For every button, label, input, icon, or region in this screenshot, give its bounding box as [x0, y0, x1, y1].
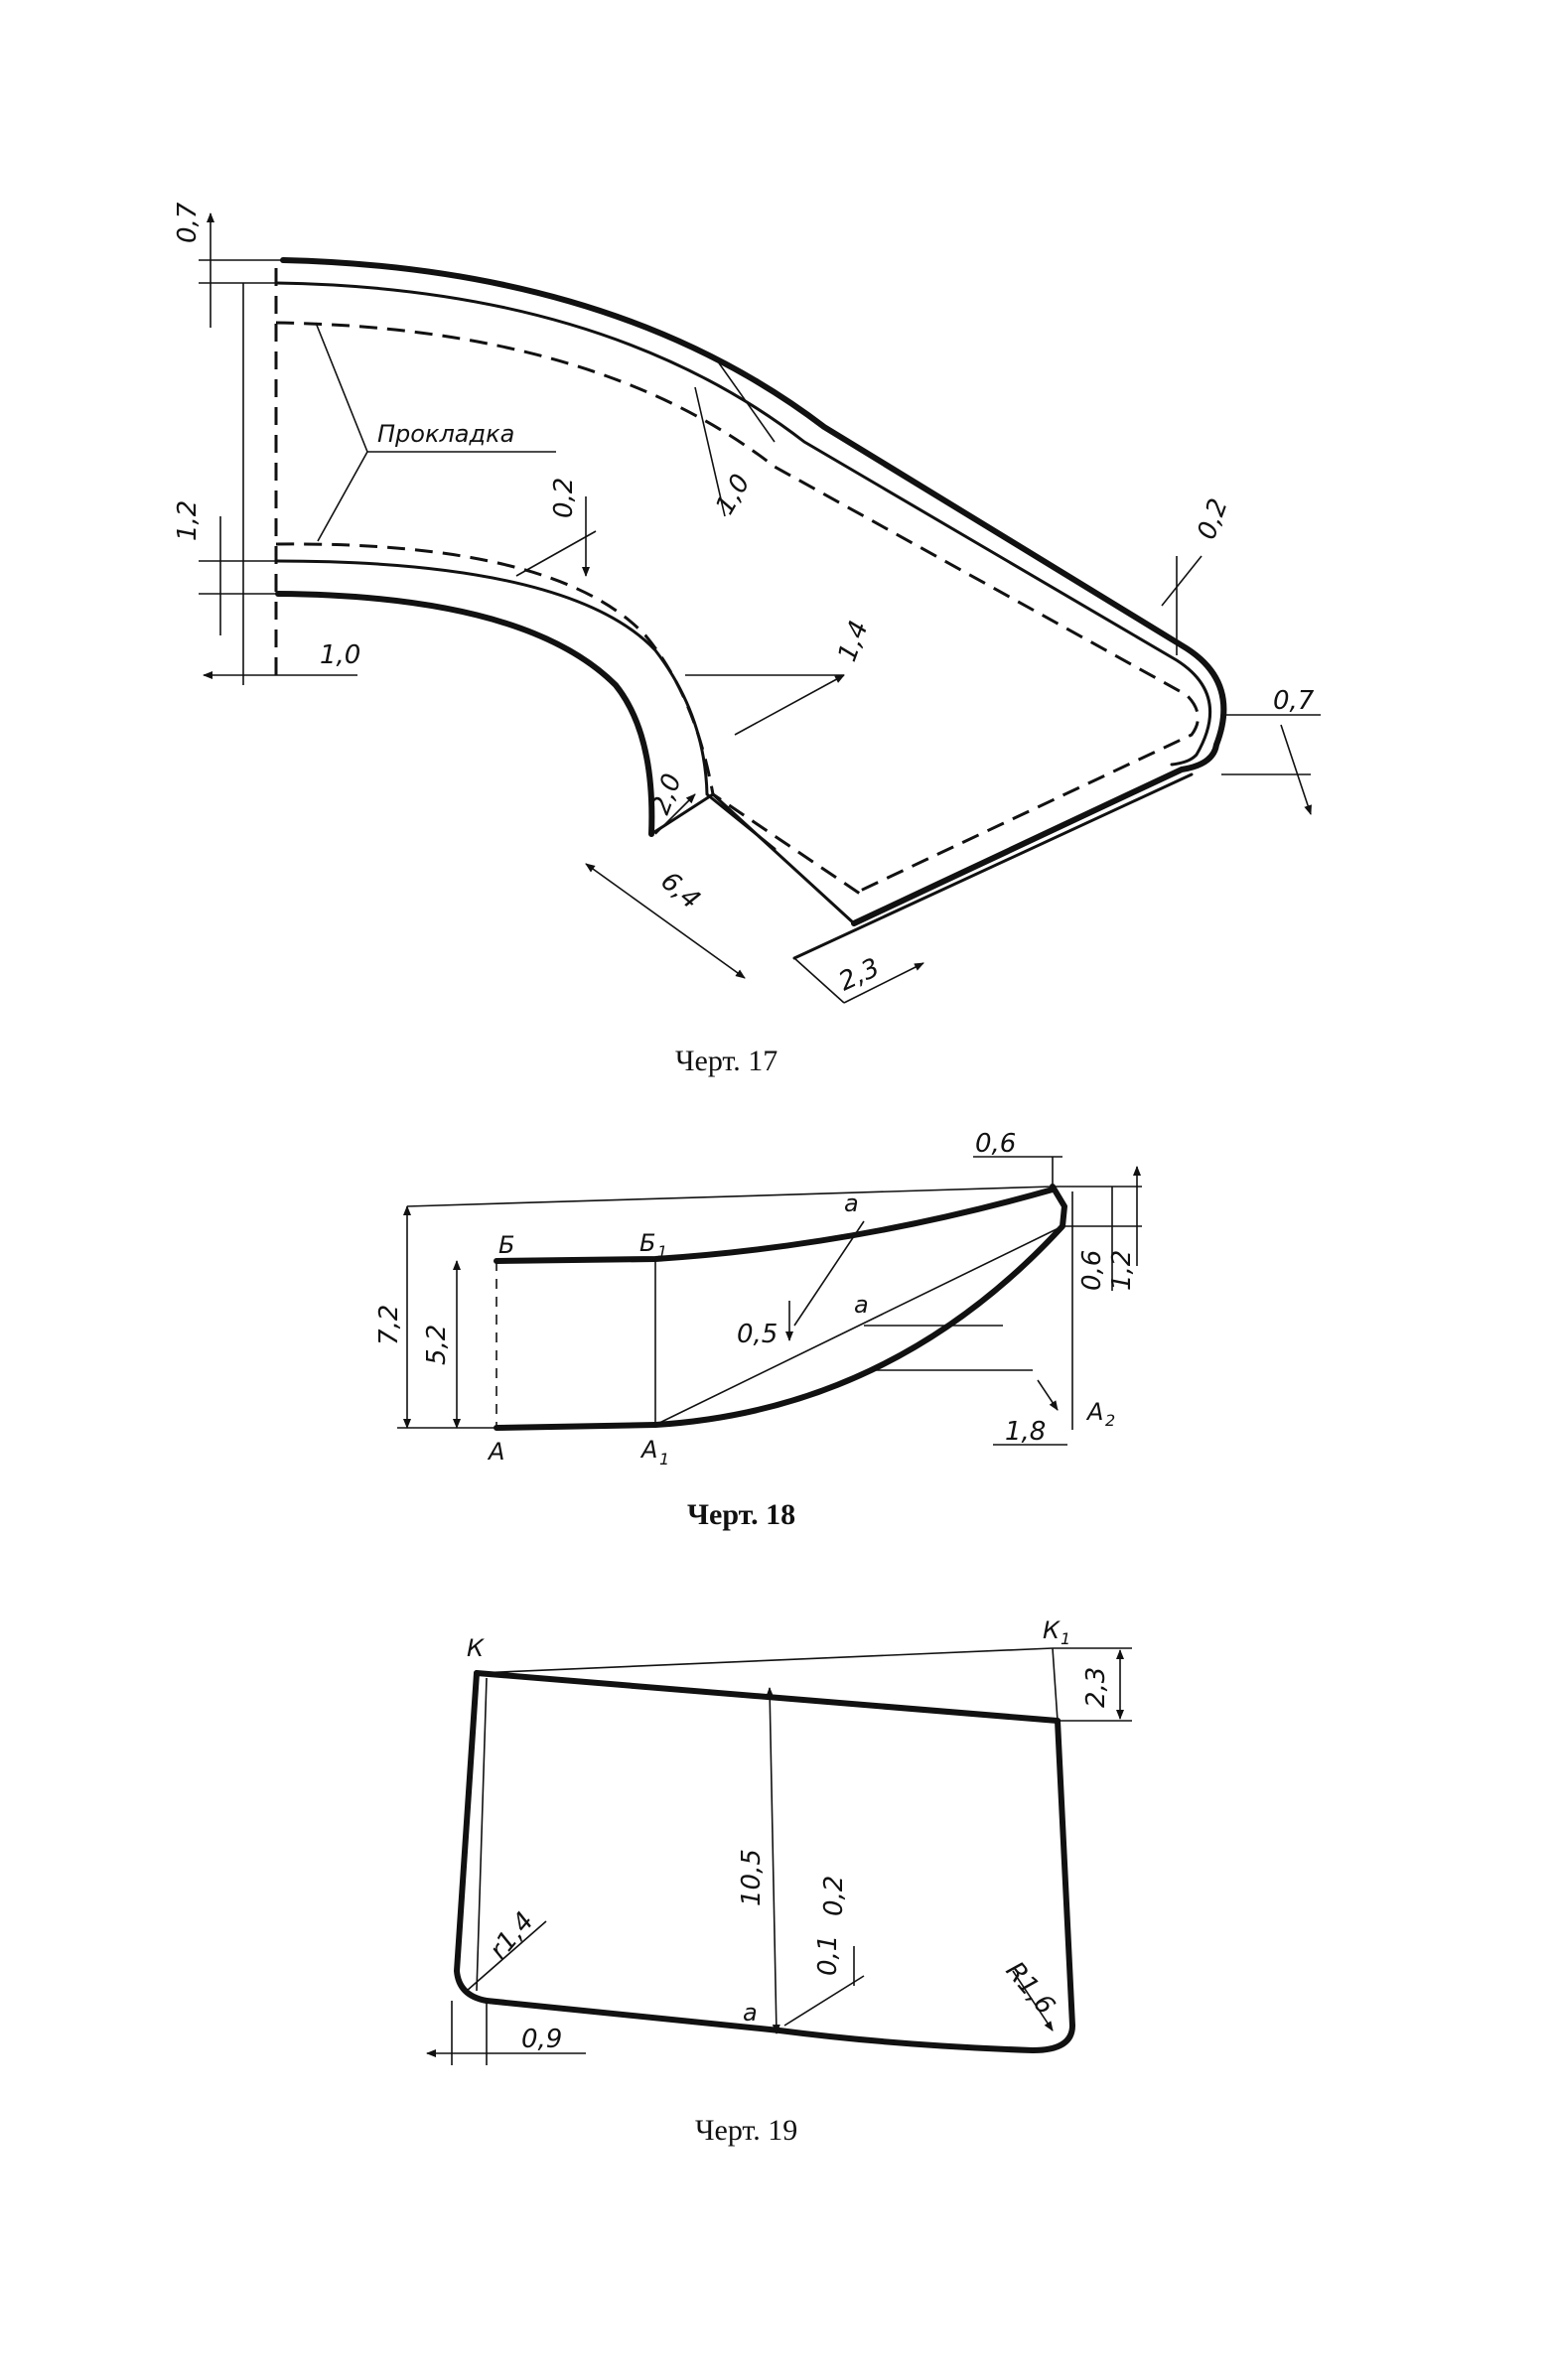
fig18-point-b: Б [498, 1231, 514, 1259]
fig19-dim-0-2: 0,2 [819, 1876, 849, 1916]
fig19-dim-10-5: 10,5 [737, 1849, 767, 1906]
fig17-dim-0-7-top: 0,7 [173, 202, 203, 243]
fig17-dim-2-3: 2,3 [834, 953, 884, 998]
fig17-caption: Черт. 17 [675, 1045, 778, 1077]
fig19-point-a: а [743, 1999, 758, 2027]
fig17-gasket-dashed-top [275, 321, 1200, 896]
fig17-inner-arc-line [274, 559, 777, 851]
fig18-caption: Черт. 18 [687, 1498, 795, 1531]
fig19-left-edge [454, 1670, 490, 2004]
fig18-point-a: А [487, 1438, 504, 1466]
fig17-dim-1-4: 1,4 [832, 617, 874, 665]
fig18-point-a2-sub: 2 [1105, 1411, 1115, 1430]
fig18-point-b1-sub: 1 [657, 1242, 667, 1261]
fig18-point-a-mid: а [854, 1291, 869, 1319]
fig18-curve-b [494, 1187, 1056, 1264]
fig18-top-line [406, 1186, 1054, 1207]
fig19-dim-r1-4: r1,4 [484, 1906, 539, 1965]
fig19-caption: Черт. 19 [695, 2114, 797, 2147]
fig18-point-a1-sub: 1 [659, 1450, 669, 1469]
fig19-dim-0-1: 0,1 [813, 1935, 843, 1976]
figure-19: 2,3 10,5 0,1 0,2 r1,4 R1,6 0,9 К К 1 а Ч… [426, 1616, 1132, 2147]
fig18-point-a2: А [1085, 1398, 1103, 1426]
fig19-top-line [476, 1647, 1054, 1674]
fig18-point-a1: А [639, 1436, 657, 1464]
fig19-dim-2-3: 2,3 [1081, 1667, 1111, 1708]
fig17-outer-top-edge [280, 257, 1227, 926]
fig19-point-k: К [467, 1634, 485, 1662]
fig17-dim-0-7-right: 0,7 [1273, 686, 1315, 716]
fig19-bottom-edge [484, 1998, 1036, 2053]
fig19-right-edge [1030, 1718, 1075, 2053]
fig17-inner-arc [275, 591, 655, 837]
fig17-label-prokladka: Прокладка [377, 420, 514, 448]
fig18-dim-0-6-right: 0,6 [1077, 1250, 1107, 1291]
fig19-dim-0-9: 0,9 [521, 2025, 562, 2054]
fig17-dim-0-2: 0,2 [549, 478, 579, 518]
fig17-bottom-right-edge [711, 772, 1194, 960]
fig18-dim-5-2: 5,2 [422, 1325, 452, 1365]
fig17-dim-0-2-right: 0,2 [1192, 494, 1233, 543]
fig18-bottom-line [494, 1422, 658, 1431]
fig19-dim-r1-6: R1,6 [1000, 1956, 1061, 2021]
fig17-dim-6-4: 6,4 [655, 866, 706, 915]
fig18-dim-0-6-top: 0,6 [975, 1129, 1016, 1159]
figure-17: 0,7 1,2 1,0 Прокладка 0,2 1,0 1,4 2,0 6,… [173, 202, 1321, 1077]
fig17-dim-1-0-left: 1,0 [320, 640, 360, 670]
fig19-point-k1-sub: 1 [1061, 1629, 1070, 1648]
fig19-top-edge [474, 1670, 1061, 1724]
fig19-point-k1: К [1043, 1616, 1061, 1644]
fig17-dim-1-2: 1,2 [173, 500, 203, 541]
fig17-dim-1-0-diag: 1,0 [710, 470, 757, 520]
fig18-point-b1: Б [639, 1229, 655, 1257]
fig18-curve-a [652, 1184, 1067, 1428]
fig17-inner-top-edge [274, 281, 1212, 767]
fig18-dim-1-8: 1,8 [1005, 1417, 1046, 1447]
figure-18: 0,6 0,6 1,2 7,2 5,2 0,5 1,8 А А 1 А 2 Б … [374, 1129, 1142, 1531]
fig18-dim-0-5: 0,5 [737, 1320, 778, 1349]
fig18-dim-1-2: 1,2 [1107, 1250, 1137, 1291]
fig18-dim-7-2: 7,2 [374, 1305, 404, 1345]
fig18-point-a-top: а [844, 1190, 859, 1217]
